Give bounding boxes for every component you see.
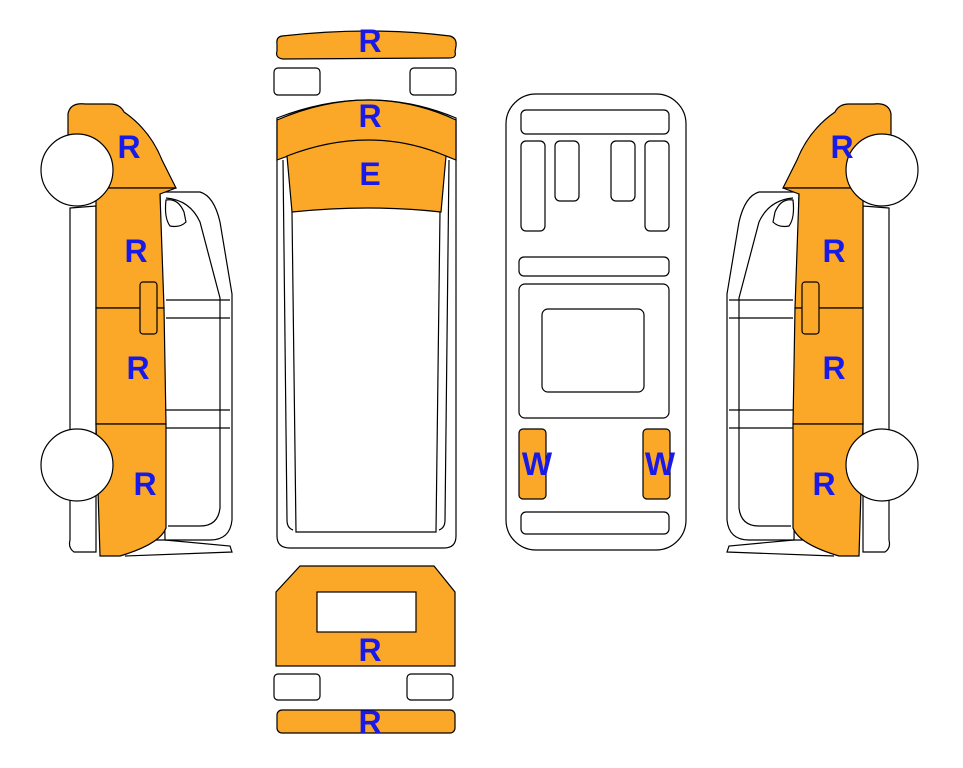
bonnet-label: R bbox=[358, 98, 381, 134]
left-sliding-door-label: R bbox=[126, 350, 149, 386]
right-rear-wheel bbox=[845, 428, 919, 502]
left-taillight bbox=[273, 673, 321, 701]
right-rear-quarter-label: R bbox=[812, 466, 835, 502]
left-front-wheel bbox=[40, 133, 114, 207]
left-rear-window-label: W bbox=[522, 446, 553, 482]
left-side-view: R R R R bbox=[40, 103, 233, 557]
right-headlight bbox=[409, 67, 457, 96]
roof-view: W W bbox=[505, 93, 687, 551]
windscreen-label: E bbox=[359, 156, 380, 192]
rear-bumper-label: R bbox=[358, 704, 381, 740]
left-front-fender-label: R bbox=[117, 129, 140, 165]
left-mirror bbox=[164, 199, 187, 228]
right-side-view: R R R R bbox=[726, 103, 919, 557]
rear-window bbox=[316, 591, 417, 633]
right-front-door-label: R bbox=[822, 233, 845, 269]
right-rear-window-label: W bbox=[645, 446, 676, 482]
windscreen[interactable] bbox=[286, 139, 447, 213]
front-bumper-label: R bbox=[358, 23, 381, 59]
left-rear-quarter[interactable] bbox=[95, 423, 167, 557]
left-window-frame bbox=[159, 191, 233, 541]
right-rear-quarter[interactable] bbox=[792, 423, 864, 557]
front-bumper[interactable] bbox=[276, 30, 457, 60]
right-front-door[interactable] bbox=[782, 187, 864, 309]
left-rear-wheel bbox=[40, 428, 114, 502]
right-rear-window[interactable] bbox=[642, 428, 671, 500]
right-front-fender-label: R bbox=[830, 129, 853, 165]
left-rear-quarter-label: R bbox=[133, 466, 156, 502]
right-front-wheel bbox=[845, 133, 919, 207]
left-front-door[interactable] bbox=[95, 187, 177, 309]
left-headlight bbox=[273, 67, 321, 96]
top-view: R R E bbox=[273, 23, 457, 549]
left-rear-window[interactable] bbox=[518, 428, 547, 500]
roof-outline bbox=[505, 93, 687, 551]
rear-view: R R bbox=[273, 565, 456, 740]
rear-door-label: R bbox=[358, 632, 381, 668]
right-window-frame bbox=[726, 191, 800, 541]
rear-bumper[interactable] bbox=[276, 709, 456, 734]
right-door-handle bbox=[801, 281, 820, 335]
right-mirror bbox=[772, 199, 795, 228]
left-front-door-label: R bbox=[124, 233, 147, 269]
left-door-handle bbox=[139, 281, 158, 335]
right-sliding-door-label: R bbox=[822, 350, 845, 386]
right-taillight bbox=[406, 673, 454, 701]
